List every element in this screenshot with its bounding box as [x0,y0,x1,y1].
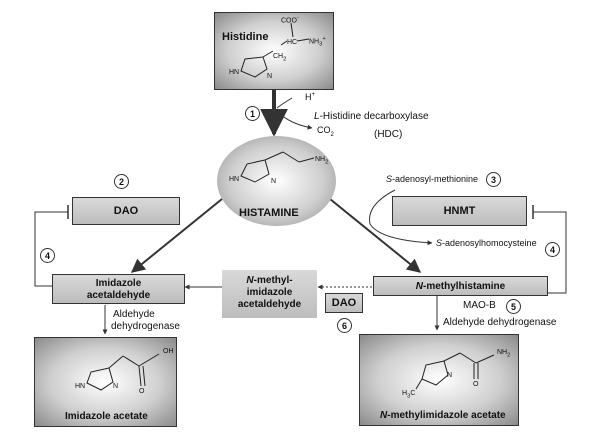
histidine-title: Histidine [222,31,269,43]
histidine-structure-icon [240,22,310,78]
imidazole-acetate-hn-label: HN [75,383,86,390]
histidine-n-label: N [267,73,273,80]
n-methylimidazole-acetate-n-label: N [447,372,453,379]
step-4-badge-left: 4 [40,248,55,263]
arrow-sam-to-sah [369,189,433,246]
histidine-box: Histidine COO- HC NH3+ CH2 HN N [214,12,334,90]
imidazole-acetate-box: Imidazole acetate OH O HN N [34,337,177,427]
imidazole-acetaldehyde-line2: acetaldehyde [86,290,151,301]
arrow-hplus-in [276,97,293,109]
histidine-decarboxylase-label: L-Histidine decarboxylase [314,111,429,122]
aldehyde-dehydrogenase-left-line1: Aldehyde [113,309,155,320]
s-adenosyl-methionine-label: S-adenosyl-methionine [386,174,479,184]
histamine-n-label: N [271,178,277,185]
n-methylimidazole-acetate-o-label: O [473,381,479,388]
histamine-nh2-label: NH2 [315,156,329,166]
mao-b-label: MAO-B [463,300,496,311]
s-adenosylhomocysteine-label: S-adenosylhomocysteine [436,238,537,248]
histidine-coo-label: COO- [281,15,299,25]
n-methylimidazole-acetate-structure-icon [415,352,495,390]
n-methylimidazole-acetaldehyde-line3: acetaldehyde [237,299,302,310]
arrow-histamine-to-imidazole-acetaldehyde [130,198,223,273]
hdc-label: (HDC) [374,129,403,140]
imidazole-acetaldehyde-box: Imidazole acetaldehyde [52,274,185,304]
n-methylimidazole-acetate-nh2-label: NH2 [497,349,511,359]
imidazole-acetaldehyde-line1: Imidazole [95,278,142,289]
n-methylimidazole-acetaldehyde-line2: imidazole [246,287,293,298]
dao-enzyme-box: DAO [72,197,180,225]
step-5-badge: 5 [506,299,521,314]
imidazole-acetate-structure-icon [86,353,160,391]
step-1-badge: 1 [245,106,260,121]
arrow-histamine-to-n-methylhistamine [329,198,422,273]
histidine-nh3-label: NH3+ [309,36,326,48]
co2-label: CO2 [317,125,334,138]
arrow-co2-out [277,111,313,130]
aldehyde-dehydrogenase-right-label: Aldehyde dehydrogenase [443,317,557,328]
step-6-badge: 6 [337,318,352,333]
n-methylimidazole-acetaldehyde-box: N-methyl- imidazole acetaldehyde [222,270,317,318]
dao-mid-enzyme-box: DAO [325,293,363,313]
step-3-badge: 3 [486,172,501,187]
imidazole-acetate-n-label: N [113,383,119,390]
histamine-node: HISTAMINE NH2 HN N [217,136,336,226]
step-4-badge-right: 4 [545,242,560,257]
n-methylimidazole-acetate-box: N-methylimidazole acetate NH2 O H3C N [359,334,519,426]
imidazole-acetate-oh-label: OH [163,348,174,355]
inhibition-line-dao [34,211,68,287]
imidazole-acetate-title: Imidazole acetate [65,411,148,422]
step-2-badge: 2 [114,174,129,189]
inhibition-line-hnmt [533,211,567,294]
hplus-label: H+ [305,92,316,102]
histidine-hc-label: HC [287,39,298,46]
histidine-ch2-label: CH2 [273,53,287,63]
histamine-hn-label: HN [229,176,240,183]
n-methylhistamine-box: N-methylhistamine [373,276,548,296]
histidine-hn-label: HN [229,69,240,76]
histamine-title: HISTAMINE [239,207,299,219]
n-methylimidazole-acetate-h3c-label: H3C [402,390,416,400]
hnmt-enzyme-box: HNMT [392,196,527,226]
imidazole-acetate-o-label: O [139,388,145,395]
aldehyde-dehydrogenase-left-line2: dehydrogenase [111,321,180,332]
histamine-structure-icon [240,151,315,183]
n-methylimidazole-acetaldehyde-line1: N-methyl- [246,275,293,286]
n-methylimidazole-acetate-title: N-methylimidazole acetate [380,410,506,421]
